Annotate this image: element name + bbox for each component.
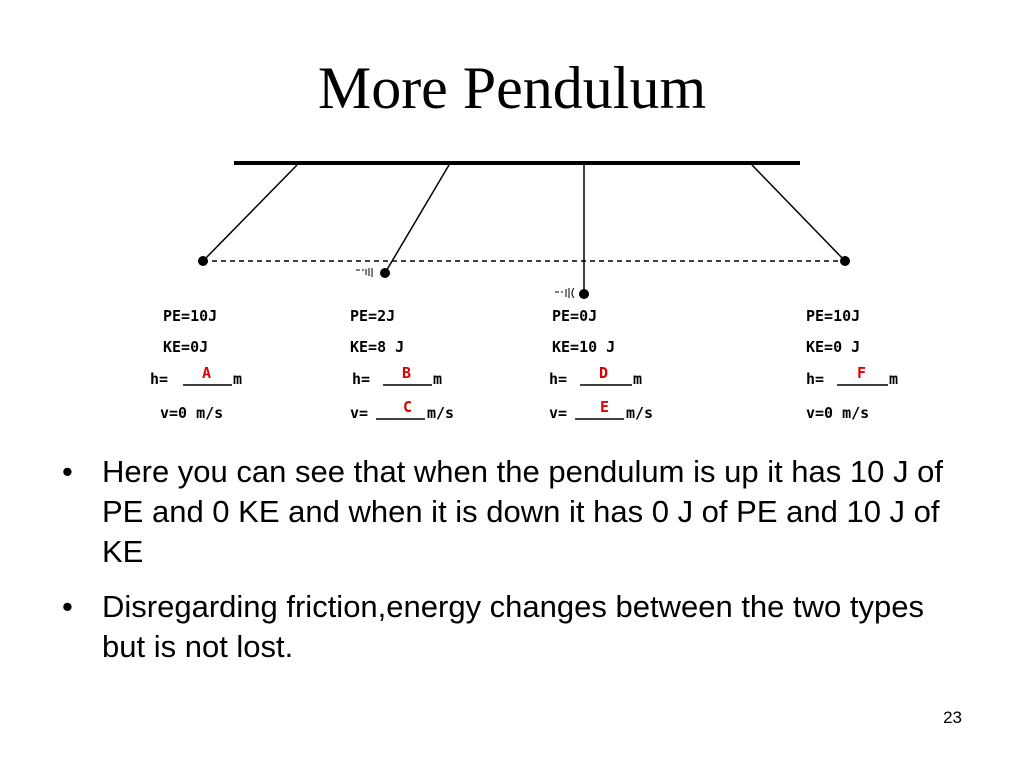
h-unit: m xyxy=(233,370,242,388)
pendulum-string xyxy=(384,164,450,274)
pe-label: PE=2J xyxy=(350,307,395,325)
v-label: v=0 m/s xyxy=(806,404,869,422)
h-unit: m xyxy=(433,370,442,388)
answer-a: A xyxy=(202,364,211,382)
ke-label: KE=0 J xyxy=(806,338,860,356)
h-unit: m xyxy=(889,370,898,388)
ke-label: KE=10 J xyxy=(552,338,615,356)
ke-label: KE=0J xyxy=(163,338,208,356)
bullet-item: • Disregarding friction,energy changes b… xyxy=(62,587,972,667)
answer-e: E xyxy=(600,398,609,416)
v-prefix: v= xyxy=(549,404,567,422)
h-unit: m xyxy=(633,370,642,388)
pendulum-bob xyxy=(840,256,850,266)
h-prefix: h= xyxy=(806,370,824,388)
bullet-text: Disregarding friction,energy changes bet… xyxy=(102,589,924,664)
slide-title: More Pendulum xyxy=(317,55,707,121)
pe-label: PE=10J xyxy=(163,307,217,325)
pe-label: PE=0J xyxy=(552,307,597,325)
pendulum-bob xyxy=(198,256,208,266)
pendulum-string xyxy=(202,164,298,262)
h-prefix: h= xyxy=(549,370,567,388)
bullet-text: Here you can see that when the pendulum … xyxy=(102,454,943,569)
pe-label: PE=10J xyxy=(806,307,860,325)
ke-label: KE=8 J xyxy=(350,338,404,356)
h-prefix: h= xyxy=(150,370,168,388)
pendulum-bob xyxy=(579,289,589,299)
pendulum-string xyxy=(751,164,846,262)
bullet-marker: • xyxy=(62,454,73,489)
v-prefix: v= xyxy=(350,404,368,422)
motion-lines-icon xyxy=(356,268,373,277)
bullet-list: • Here you can see that when the pendulu… xyxy=(62,452,972,682)
bullet-marker: • xyxy=(62,589,73,624)
page-number: 23 xyxy=(943,708,962,727)
v-unit: m/s xyxy=(427,404,454,422)
h-prefix: h= xyxy=(352,370,370,388)
pendulum-diagram: PE=10J KE=0J h= A m v=0 m/s PE=2J KE=8 J… xyxy=(150,161,898,422)
answer-c: C xyxy=(403,398,412,416)
pendulum-bob xyxy=(380,268,390,278)
motion-lines-icon xyxy=(555,287,575,299)
bullet-item: • Here you can see that when the pendulu… xyxy=(62,452,972,572)
v-label: v=0 m/s xyxy=(160,404,223,422)
answer-d: D xyxy=(599,364,608,382)
answer-f: F xyxy=(857,364,866,382)
v-unit: m/s xyxy=(626,404,653,422)
answer-b: B xyxy=(402,364,411,382)
